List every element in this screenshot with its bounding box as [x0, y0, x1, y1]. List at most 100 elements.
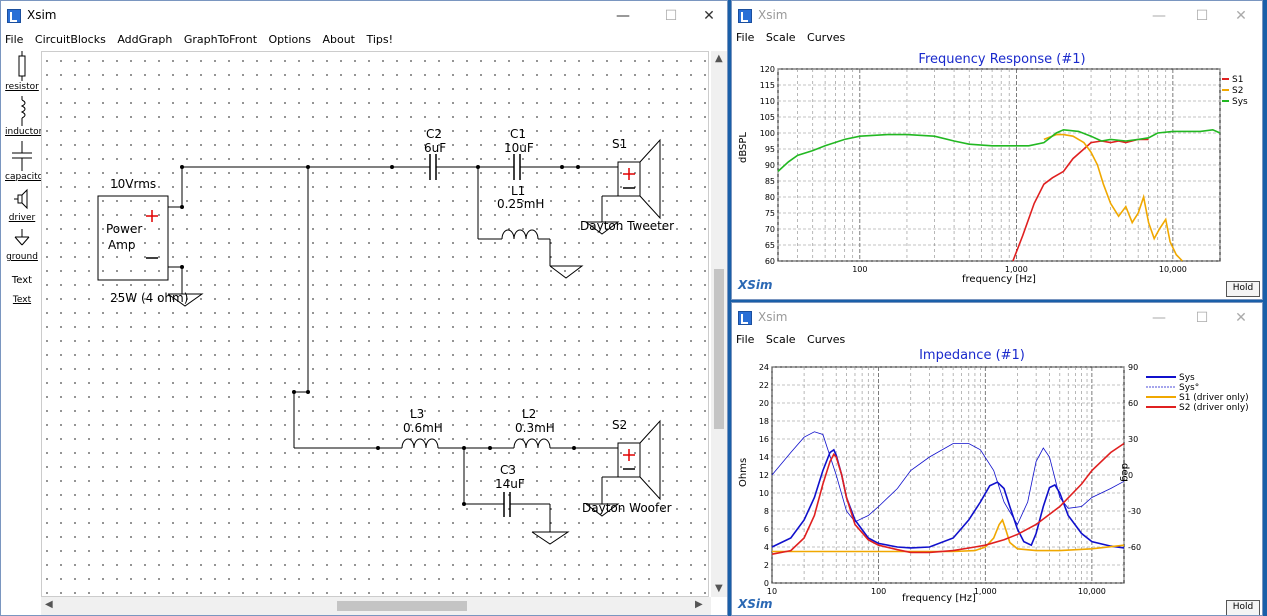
hold-button[interactable]: Hold — [1226, 600, 1260, 615]
schematic-canvas[interactable]: 10Vrms Power Amp 25W (4 ohm) C2 6uF C1 1… — [41, 51, 709, 597]
freq-graph-title: Frequency Response (#1) — [918, 52, 1086, 67]
y2-tick-label: 90 — [1128, 363, 1138, 372]
l1-name: L1 — [511, 184, 525, 198]
palette-ground[interactable]: ground — [5, 227, 39, 262]
window-title: Xsim — [758, 8, 788, 22]
y-tick-label: 100 — [760, 129, 775, 138]
y-tick-label: 105 — [760, 113, 775, 122]
menu-scale[interactable]: Scale — [765, 333, 796, 346]
c1-name: C1 — [510, 127, 526, 141]
menu-graphtofront[interactable]: GraphToFront — [183, 33, 258, 46]
series-line-sys- — [771, 431, 1125, 526]
series-line-sys — [777, 128, 1221, 172]
l2-value: 0.3mH — [515, 421, 555, 435]
maximize-button[interactable]: ☐ — [1195, 310, 1209, 326]
y-tick-label: 14 — [759, 453, 769, 462]
menu-file[interactable]: File — [736, 31, 755, 44]
menu-scale[interactable]: Scale — [765, 31, 796, 44]
close-button[interactable]: ✕ — [1235, 8, 1247, 24]
minimize-button[interactable]: — — [616, 8, 630, 24]
xsim-app-icon — [738, 9, 752, 23]
component-palette: resistor inductor capacitor driver groun… — [5, 51, 47, 309]
scroll-right-icon[interactable]: ▶ — [695, 599, 703, 610]
palette-inductor[interactable]: inductor — [5, 96, 43, 137]
impedance-window: Xsim — ☐ ✕ File Scale Curves Impedance (… — [731, 302, 1263, 616]
y-tick-label: 110 — [760, 97, 775, 106]
series-line-s1-driver-only- — [772, 518, 1125, 553]
freq-titlebar[interactable]: Xsim — ☐ ✕ — [732, 1, 1262, 31]
legend-label: Sys — [1179, 373, 1195, 383]
y-tick-label: 2 — [764, 561, 769, 570]
maximize-button[interactable]: ☐ — [664, 8, 678, 24]
scroll-left-icon[interactable]: ◀ — [45, 599, 53, 610]
scroll-down-icon[interactable]: ▼ — [715, 583, 723, 594]
y-tick-label: 24 — [759, 363, 769, 372]
vertical-scrollbar[interactable]: ▲ ▼ — [711, 51, 727, 597]
menu-file[interactable]: File — [736, 333, 755, 346]
vertical-scroll-thumb[interactable] — [714, 269, 724, 429]
y-tick-label: 20 — [759, 399, 769, 408]
menu-circuitblocks[interactable]: CircuitBlocks — [34, 33, 106, 46]
y-tick-label: 18 — [759, 417, 769, 426]
horizontal-scrollbar[interactable]: ◀ ▶ — [41, 597, 711, 615]
resistor-icon — [18, 51, 26, 81]
driver-icon — [14, 188, 28, 210]
close-button[interactable]: ✕ — [1235, 310, 1247, 326]
legend-label: Sys° — [1179, 383, 1199, 393]
series-line-s2 — [1043, 133, 1183, 262]
palette-text-underlined[interactable]: Text — [5, 295, 39, 305]
palette-text[interactable]: Text — [5, 268, 39, 287]
source-body-line1: Power — [106, 222, 142, 236]
palette-resistor[interactable]: resistor — [5, 51, 39, 92]
hold-button[interactable]: Hold — [1226, 281, 1260, 297]
l3-name: L3 — [410, 407, 424, 421]
menu-about[interactable]: About — [322, 33, 355, 46]
menu-tips[interactable]: Tips! — [366, 33, 394, 46]
palette-driver-label: driver — [8, 213, 36, 223]
y-tick-label: 115 — [760, 81, 775, 90]
y-tick-label: 0 — [764, 579, 769, 588]
palette-driver[interactable]: driver — [5, 186, 39, 223]
palette-resistor-label: resistor — [5, 82, 39, 92]
scroll-up-icon[interactable]: ▲ — [715, 53, 723, 64]
l3-value: 0.6mH — [403, 421, 443, 435]
series-line-s2-driver-only- — [771, 442, 1125, 555]
y2-tick-label: 30 — [1128, 435, 1138, 444]
source-level-label: 10Vrms — [110, 177, 156, 191]
horizontal-scroll-thumb[interactable] — [337, 601, 467, 611]
palette-capacitor-label: capacitor — [5, 172, 47, 182]
palette-capacitor[interactable]: capacitor — [5, 141, 47, 182]
menu-options[interactable]: Options — [268, 33, 311, 46]
maximize-button[interactable]: ☐ — [1195, 8, 1209, 24]
minimize-button[interactable]: — — [1152, 310, 1166, 326]
window-title: Xsim — [758, 310, 788, 324]
xsim-app-icon — [7, 9, 21, 23]
menu-curves[interactable]: Curves — [807, 31, 846, 44]
menu-file[interactable]: File — [5, 33, 24, 46]
x-tick-label: 10 — [767, 587, 777, 596]
schematic-titlebar[interactable]: Xsim — ☐ ✕ — [1, 1, 727, 31]
imp-y2label: deg — [1119, 463, 1130, 482]
imp-titlebar[interactable]: Xsim — ☐ ✕ — [732, 303, 1262, 333]
x-tick-label: 100 — [871, 587, 886, 596]
y-tick-label: 75 — [765, 209, 775, 218]
legend-label: S1 — [1232, 75, 1243, 85]
minimize-button[interactable]: — — [1152, 8, 1166, 24]
capacitor-icon — [12, 141, 32, 171]
c2-value: 6uF — [424, 141, 446, 155]
freq-ylabel: dBSPL — [738, 132, 749, 163]
y2-tick-label: -30 — [1128, 507, 1141, 516]
menu-addgraph[interactable]: AddGraph — [117, 33, 173, 46]
palette-ground-label: ground — [6, 252, 38, 262]
legend-label: S2 — [1232, 86, 1243, 96]
close-button[interactable]: ✕ — [703, 8, 715, 24]
imp-xlabel: frequency [Hz] — [902, 593, 976, 604]
menu-curves[interactable]: Curves — [807, 333, 846, 346]
l2-coil — [513, 438, 551, 449]
c3-name: C3 — [500, 463, 516, 477]
source-power-label: 25W (4 ohm) — [110, 291, 188, 305]
legend-label: S1 (driver only) — [1179, 393, 1249, 403]
palette-inductor-label: inductor — [5, 127, 43, 137]
